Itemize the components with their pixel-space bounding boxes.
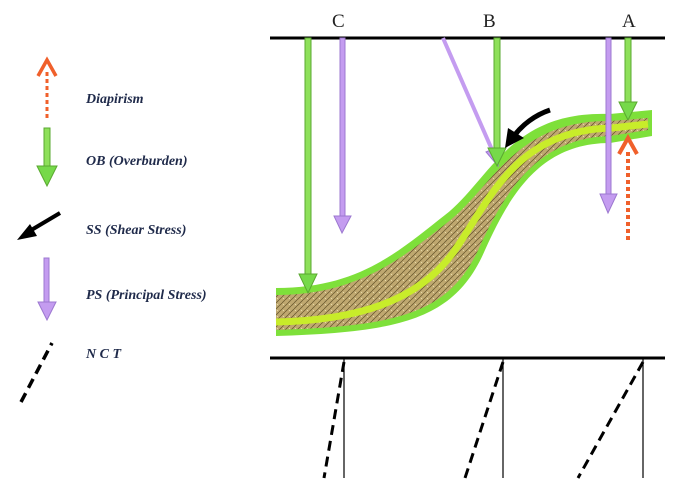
ob-arrow-c	[298, 37, 318, 295]
ps-arrow-a	[599, 37, 618, 215]
ps-arrow-c	[333, 37, 352, 235]
ss-arrow-b	[505, 107, 551, 148]
legend-label-ps: PS (Principal Stress)	[86, 288, 207, 303]
legend: Diapirism OB (Overburden) SS (Shear Stre…	[17, 56, 207, 403]
layer-sand-body	[276, 118, 648, 330]
point-label-a: A	[622, 11, 636, 32]
down-arrow-icon	[37, 257, 57, 322]
legend-label-nct: N C T	[85, 347, 122, 362]
point-label-c: C	[332, 11, 345, 32]
ps-arrow-b	[441, 37, 501, 168]
nct-b	[463, 358, 505, 479]
down-arrow-icon	[36, 127, 58, 188]
ob-arrow-b	[487, 37, 507, 168]
point-label-b: B	[483, 11, 496, 32]
legend-item-ss: SS (Shear Stress)	[17, 211, 186, 240]
legend-label-ob: OB (Overburden)	[86, 154, 188, 169]
cross-section: C B A	[270, 11, 665, 479]
legend-item-ob: OB (Overburden)	[36, 127, 188, 188]
layer-middle-seam	[275, 120, 649, 326]
legend-item-nct: N C T	[19, 342, 122, 403]
ob-arrow-a	[618, 37, 638, 122]
nct-c	[322, 358, 346, 479]
diagonal-arrow-icon	[17, 211, 62, 240]
legend-item-diapirism: Diapirism	[36, 56, 144, 118]
legend-label-ss: SS (Shear Stress)	[86, 223, 186, 238]
nct-a	[576, 358, 645, 479]
diapirism-arrow-a	[617, 133, 639, 240]
dashed-up-arrow-icon	[36, 56, 58, 118]
legend-item-ps: PS (Principal Stress)	[37, 257, 207, 322]
legend-label-diapirism: Diapirism	[85, 92, 144, 107]
dashed-line-icon	[19, 342, 54, 403]
